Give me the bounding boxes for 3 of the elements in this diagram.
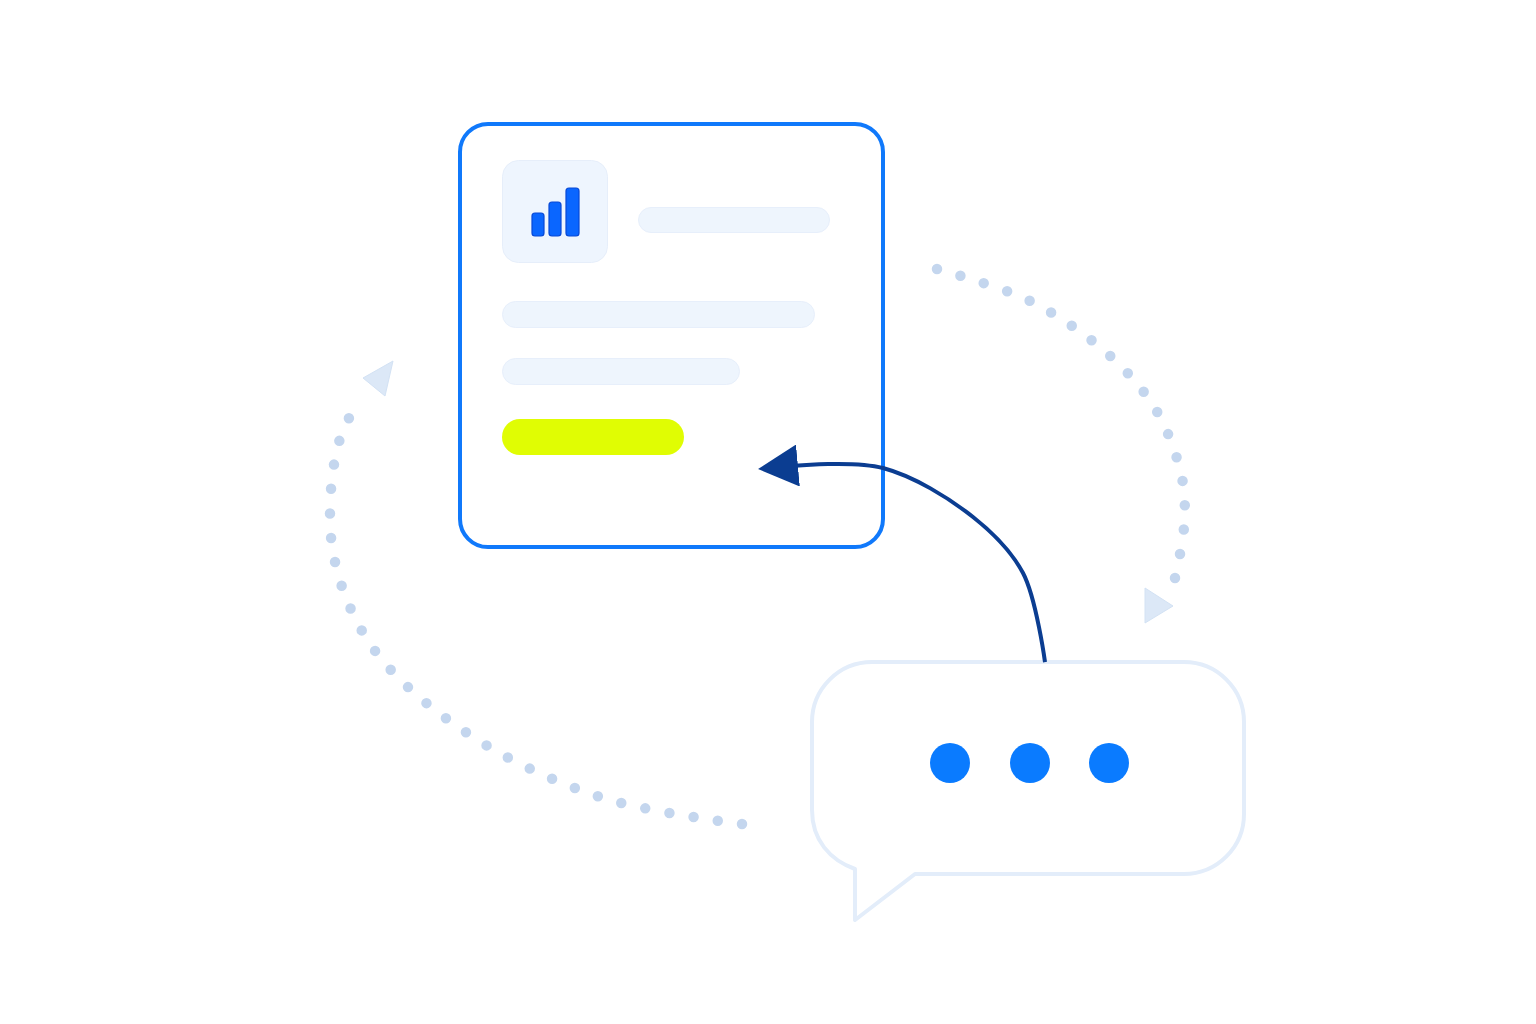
dashboard-card — [458, 122, 885, 549]
arrow — [758, 444, 1047, 663]
speech-bubble — [810, 660, 1246, 924]
